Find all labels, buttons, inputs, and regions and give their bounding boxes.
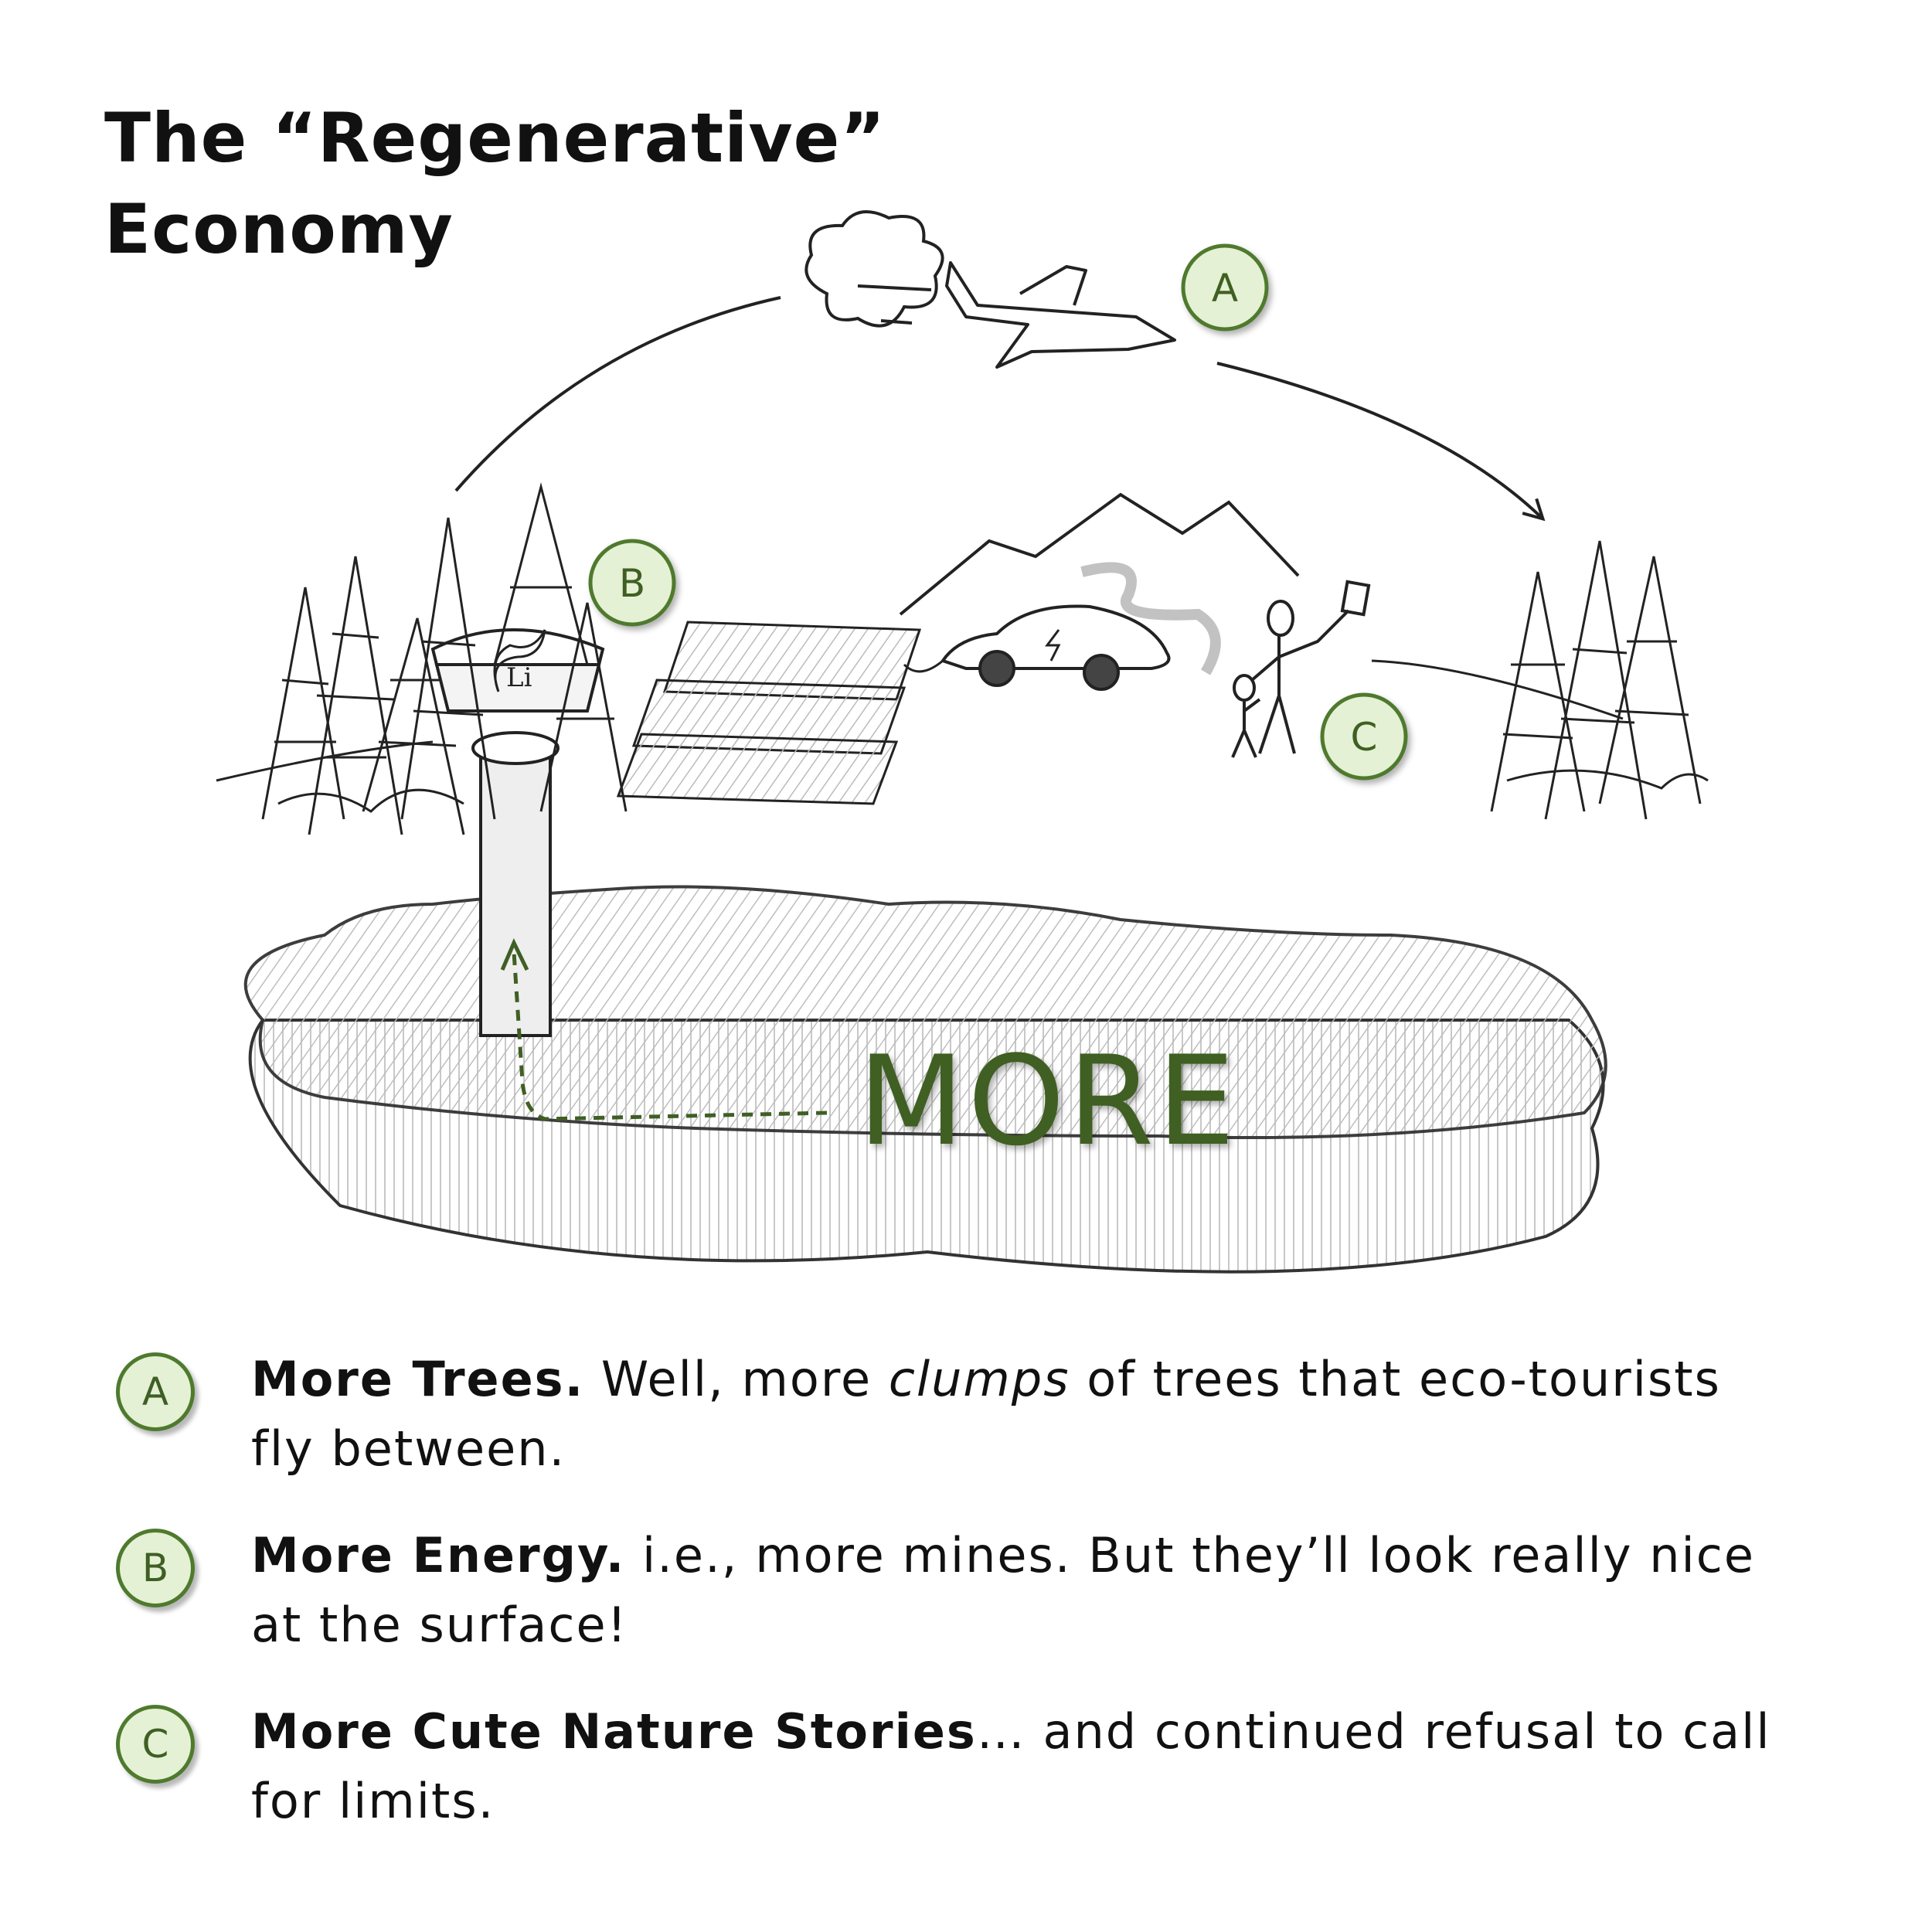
economy-illustration: Li MORE (216, 210, 1709, 1274)
title-line-2: Economy (104, 189, 454, 269)
legend-item-a: A More Trees. Well, more clumps of trees… (116, 1345, 1777, 1484)
lightning-icon (1045, 629, 1061, 662)
selfie-line (1371, 659, 1624, 720)
tree-clump-left (216, 482, 628, 835)
cloud-icon (804, 210, 944, 328)
svg-text:B: B (619, 561, 645, 606)
legend-badge-b: B (116, 1529, 195, 1607)
marker-a: A (1181, 243, 1269, 332)
airplane-icon (945, 261, 1176, 369)
flight-arc-right (1216, 362, 1542, 518)
exhaust-lines (857, 284, 932, 325)
ground-slab (243, 885, 1607, 1274)
svg-text:C: C (1351, 715, 1378, 760)
electric-car (903, 604, 1171, 691)
lithium-mine: Li (430, 628, 605, 1037)
more-flow-arrowhead (500, 937, 529, 971)
tree-clump-right (1490, 540, 1709, 820)
mountain-range (899, 492, 1300, 616)
legend-heading-a: More Trees. (251, 1351, 585, 1407)
more-flow-arrow (512, 951, 828, 1121)
solar-panels (616, 621, 922, 805)
tourist-family (1231, 580, 1371, 758)
page-title: The “Regenerative” Economy (104, 93, 886, 275)
more-label: MORE (858, 1029, 1238, 1173)
legend-item-c: C More Cute Nature Stories… and continue… (116, 1697, 1777, 1836)
charging-cable (903, 659, 944, 673)
flight-arc-left (454, 296, 781, 492)
title-line-1: The “Regenerative” (104, 98, 886, 178)
legend-heading-c: More Cute Nature Stories (251, 1703, 977, 1760)
lithium-symbol: Li (506, 662, 532, 693)
marker-b: B (588, 539, 676, 627)
svg-text:A: A (1212, 266, 1238, 311)
legend-item-b: B More Energy. i.e., more mines. But the… (116, 1521, 1777, 1660)
marker-c: C (1320, 692, 1408, 781)
legend-badge-c: C (116, 1705, 195, 1784)
mountain-road (1080, 562, 1221, 675)
legend-badge-a: A (116, 1352, 195, 1431)
legend: A More Trees. Well, more clumps of trees… (116, 1345, 1777, 1873)
legend-heading-b: More Energy. (251, 1527, 626, 1583)
